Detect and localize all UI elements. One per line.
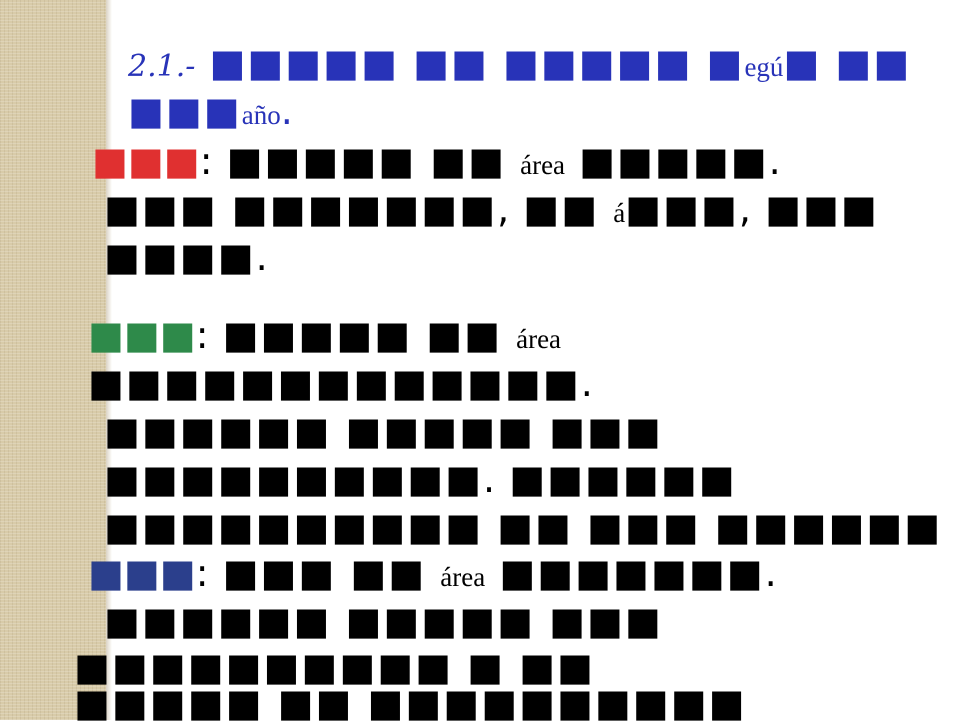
section-1-word-2: á [613,198,626,228]
section-1-comma-1: , [497,187,510,231]
section-2-colon: : [195,313,209,357]
section-2-label: ■■■ [88,313,196,357]
section-3-line-4: ■■■■■ ■■ ■■■■■■■■■■ [74,681,747,725]
section-3-line-3: ■■■■■■■■■■ ■ ■■ [74,645,595,689]
section-1-comma-2: , [738,187,751,231]
section-1-period-2: . [255,235,268,279]
section-3-line-2: ■■■■■■ ■■■■■ ■■■ [104,599,663,643]
section-2-line-5: ■■■■■■■■■■ ■■ ■■■ ■■■■■■ [104,505,943,549]
heading-word-1: egú [744,52,784,82]
heading-period: . [280,89,293,133]
heading-line-2: ■■■año. [128,89,293,133]
heading-number: 2.1.- [128,49,196,84]
section-3-colon: : [195,551,209,595]
section-2-line-2: ■■■■■■■■■■■■■. [88,361,593,405]
heading-line-1: 2.1.- ■■■■■ ■■ ■■■■■ ■egú■ ■■ [128,41,912,85]
section-1-label: ■■■ [92,139,200,183]
section-1-period: . [768,139,781,183]
section-3-line-1: ■■■: ■■■ ■■ área ■■■■■■■. [88,551,777,595]
section-1-colon: : [199,139,213,183]
section-2-period-2: . [483,457,496,501]
section-2-word: área [516,324,562,354]
side-band-shadow [106,0,112,720]
section-3-period: . [764,551,777,595]
section-2-line-1: ■■■: ■■■■■ ■■ área [88,313,562,357]
heading-word-2: año [241,100,281,130]
section-2-period: . [580,361,593,405]
section-1-line-1: ■■■: ■■■■■ ■■ área ■■■■■. [92,139,781,183]
section-1-word: área [520,150,566,180]
section-1-line-3: ■■■■. [104,235,268,279]
section-2-line-3: ■■■■■■ ■■■■■ ■■■ [104,409,663,453]
decorative-side-band [0,0,106,720]
section-3-word: área [440,562,486,592]
section-1-line-2: ■■■ ■■■■■■■, ■■ á■■■, ■■■ [104,187,879,231]
section-3-label: ■■■ [88,551,196,595]
section-2-line-4: ■■■■■■■■■■. ■■■■■■ [104,457,737,501]
